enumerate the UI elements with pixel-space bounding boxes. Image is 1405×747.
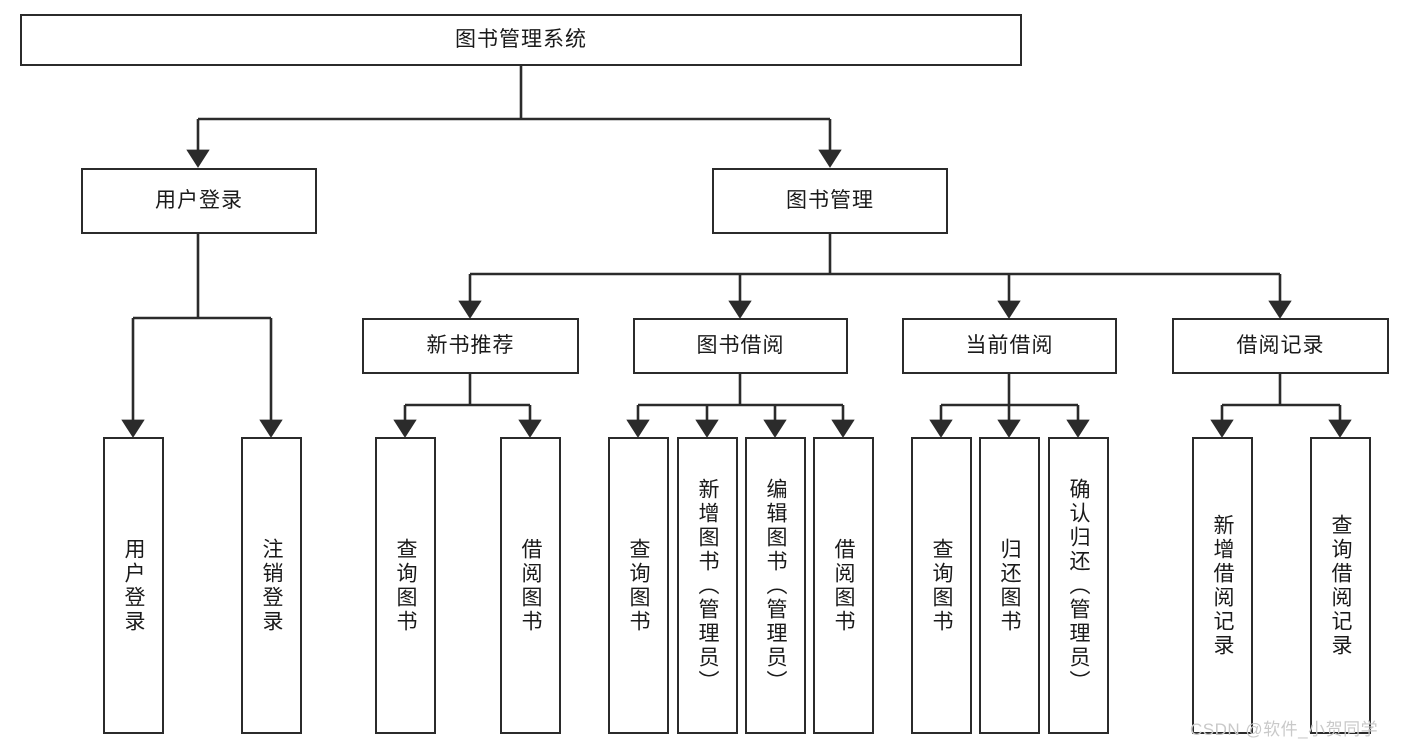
node-label: 借阅图书 (519, 537, 542, 634)
leaf-query-borrow-record[interactable]: 查询借阅记录 (1310, 437, 1371, 734)
leaf-confirm-return-admin[interactable]: 确认归还（管理员） (1048, 437, 1109, 734)
node-current-borrow[interactable]: 当前借阅 (902, 318, 1117, 374)
leaf-add-book-admin[interactable]: 新增图书（管理员） (677, 437, 738, 734)
node-label: 借阅记录 (1236, 334, 1325, 358)
leaf-edit-book-admin[interactable]: 编辑图书（管理员） (745, 437, 806, 734)
node-label: 查询图书 (930, 537, 953, 634)
node-root-system[interactable]: 图书管理系统 (20, 14, 1022, 66)
node-book-borrow[interactable]: 图书借阅 (633, 318, 848, 374)
node-label: 注销登录 (260, 537, 283, 634)
node-label: 用户登录 (122, 537, 145, 634)
node-book-management[interactable]: 图书管理 (712, 168, 948, 234)
node-label: 查询图书 (394, 537, 417, 634)
node-label: 归还图书 (998, 537, 1021, 634)
node-label: 图书管理系统 (455, 28, 587, 52)
node-label: 图书借阅 (696, 334, 785, 358)
node-label: 图书管理 (786, 189, 874, 213)
node-borrow-record[interactable]: 借阅记录 (1172, 318, 1389, 374)
leaf-logout[interactable]: 注销登录 (241, 437, 302, 734)
node-label: 借阅图书 (832, 537, 855, 634)
leaf-borrow-book[interactable]: 借阅图书 (813, 437, 874, 734)
node-label: 当前借阅 (965, 334, 1054, 358)
node-label: 新书推荐 (426, 334, 515, 358)
leaf-query-book-borrow[interactable]: 查询图书 (608, 437, 669, 734)
leaf-return-book[interactable]: 归还图书 (979, 437, 1040, 734)
leaf-query-book-recommend[interactable]: 查询图书 (375, 437, 436, 734)
leaf-add-borrow-record[interactable]: 新增借阅记录 (1192, 437, 1253, 734)
node-new-book-recommend[interactable]: 新书推荐 (362, 318, 579, 374)
node-label: 编辑图书（管理员） (764, 477, 787, 694)
leaf-user-login[interactable]: 用户登录 (103, 437, 164, 734)
node-label: 查询借阅记录 (1329, 513, 1352, 658)
node-label: 用户登录 (155, 189, 243, 213)
node-label: 新增图书（管理员） (696, 477, 719, 694)
node-label: 确认归还（管理员） (1067, 477, 1090, 694)
node-label: 查询图书 (627, 537, 650, 634)
leaf-query-book-current[interactable]: 查询图书 (911, 437, 972, 734)
node-user-login[interactable]: 用户登录 (81, 168, 317, 234)
leaf-borrow-book-recommend[interactable]: 借阅图书 (500, 437, 561, 734)
node-label: 新增借阅记录 (1211, 513, 1234, 658)
